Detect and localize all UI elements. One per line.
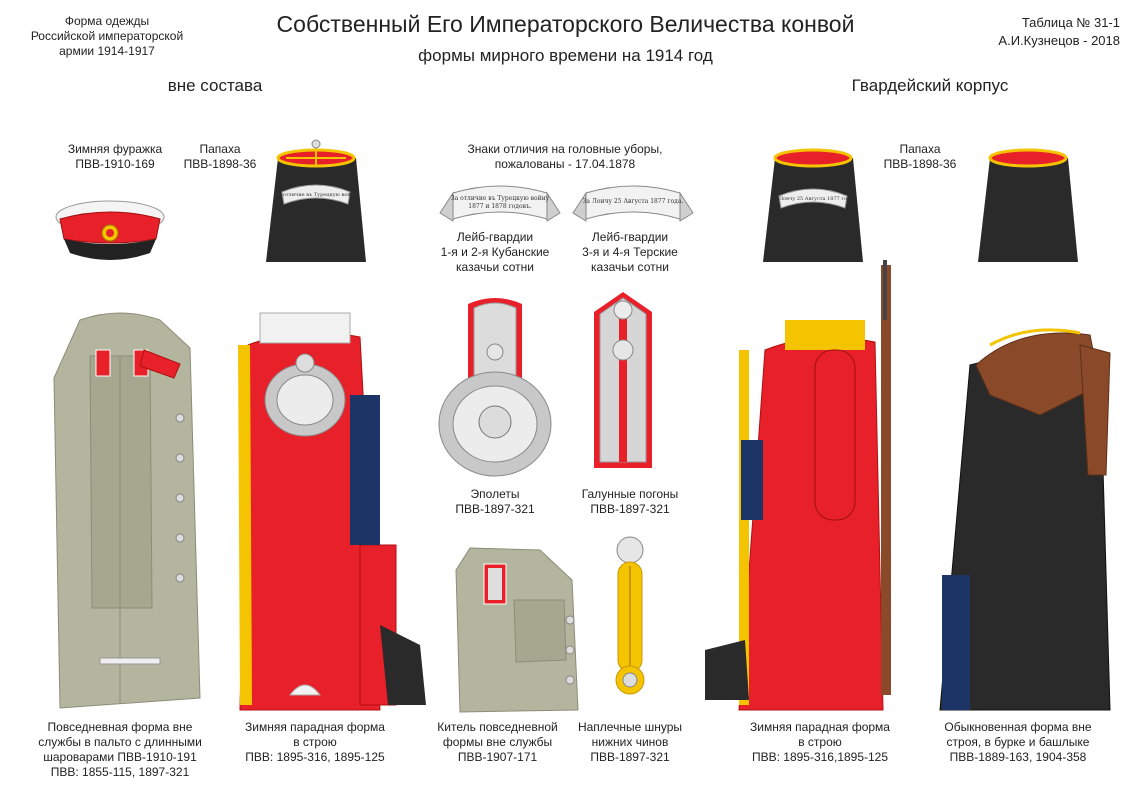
papakha-kuban-illustration: За Ловчу 25 Августа 1877 года. [763, 148, 863, 262]
badge-ribbon-kuban: За отличие въ Турецкую войну 1877 и 1878… [439, 185, 561, 222]
papakha-left-illustration: За отличие въ Турецкую войну [266, 139, 366, 262]
epaulette-illustration [438, 298, 552, 477]
burka-form-illustration [939, 328, 1111, 711]
badge-ribbon-terek: За Лоичу 25 Августа 1877 года. [572, 185, 694, 222]
page-title: Собственный Его Императорского Величеств… [276, 11, 855, 37]
winter-cap-illustration [55, 200, 165, 260]
shoulder-cords-illustration [615, 536, 645, 695]
shoulder-board-illustration [594, 292, 652, 468]
khaki-coat-illustration [53, 312, 201, 709]
kitel-illustration [455, 547, 579, 713]
parade-form-right-illustration [705, 260, 891, 711]
papakha-left-ribbon-text: За отличие въ Турецкую войну [275, 192, 357, 198]
label-badges-title: Знаки отличия на головные уборы,пожалова… [467, 142, 663, 171]
parade-form-left-illustration [238, 312, 426, 711]
section-right-title: Гвардейский корпус [851, 76, 1009, 95]
section-left-title: вне состава [167, 76, 263, 95]
ribbon-kuban-line2: 1877 и 1878 годовъ. [468, 203, 532, 210]
page-subtitle: формы мирного времени на 1914 год [418, 46, 713, 65]
ribbon-kuban-line1: За отличие въ Турецкую войну [451, 195, 550, 202]
papakha-terek-illustration [978, 148, 1078, 262]
ribbon-terek-line1: За Лоичу 25 Августа 1877 года. [583, 198, 684, 205]
papakha-kuban-ribbon-text: За Ловчу 25 Августа 1877 года. [771, 196, 855, 202]
